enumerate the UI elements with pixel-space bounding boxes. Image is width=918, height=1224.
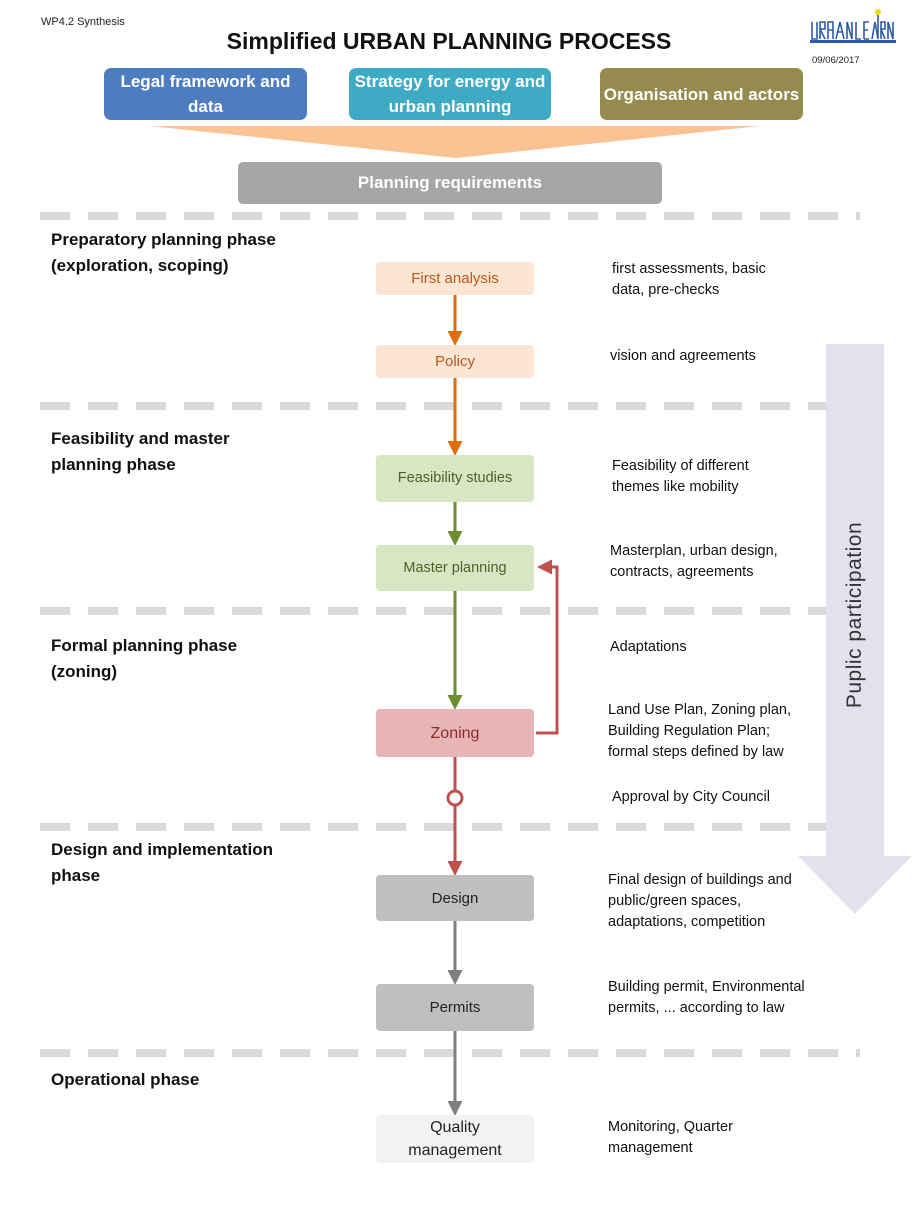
phase-formal: Formal planning phase (zoning) xyxy=(51,636,238,681)
phase-feasibility: Feasibility and master planning phase xyxy=(51,429,230,474)
approval-node xyxy=(446,789,464,807)
input-organisation: Organisation and actors xyxy=(600,68,803,120)
desc-zoning: Land Use Plan, Zoning plan, Building Reg… xyxy=(608,702,791,760)
step-master-planning: Master planning xyxy=(376,545,534,591)
participation-arrow xyxy=(798,344,912,914)
desc-adaptations: Adaptations xyxy=(610,639,687,655)
desc-approval: Approval by City Council xyxy=(612,789,770,805)
urban-learning-logo xyxy=(810,9,896,43)
planning-requirements-box: Planning requirements xyxy=(238,162,662,204)
desc-quality-management: Monitoring, Quarter management xyxy=(608,1119,733,1156)
arrow-zoning-feedback-loop xyxy=(536,559,559,735)
page-title: Simplified URBAN PLANNING PROCESS xyxy=(226,28,672,54)
step-zoning: Zoning xyxy=(376,709,534,757)
phase-separators xyxy=(40,212,860,1057)
desc-permits: Building permit, Environmental permits, … xyxy=(608,979,805,1016)
desc-design: Final design of buildings and public/gre… xyxy=(608,872,792,930)
phase-operational: Operational phase xyxy=(51,1070,200,1089)
desc-feasibility: Feasibility of different themes like mob… xyxy=(612,458,749,495)
step-design: Design xyxy=(376,875,534,921)
participation-label: Puplic participation xyxy=(843,521,866,709)
desc-policy: vision and agreements xyxy=(610,348,756,364)
input-strategy: Strategy for energy and urban planning xyxy=(349,68,551,120)
document-date: 09/06/2017 xyxy=(812,55,860,66)
desc-master-planning: Masterplan, urban design, contracts, agr… xyxy=(610,543,778,580)
step-policy: Policy xyxy=(376,345,534,378)
funnel-shape xyxy=(150,126,760,158)
phase-design: Design and implementation phase xyxy=(51,840,273,885)
desc-first-analysis: first assessments, basic data, pre-check… xyxy=(612,261,766,298)
document-label: WP4.2 Synthesis xyxy=(41,16,125,28)
input-legal-framework: Legal framework and data xyxy=(104,68,307,120)
step-quality-management: Quality management xyxy=(376,1115,534,1163)
step-permits: Permits xyxy=(376,984,534,1031)
step-first-analysis: First analysis xyxy=(376,262,534,295)
phase-preparatory: Preparatory planning phase (exploration,… xyxy=(51,230,276,275)
step-feasibility-studies: Feasibility studies xyxy=(376,455,534,502)
